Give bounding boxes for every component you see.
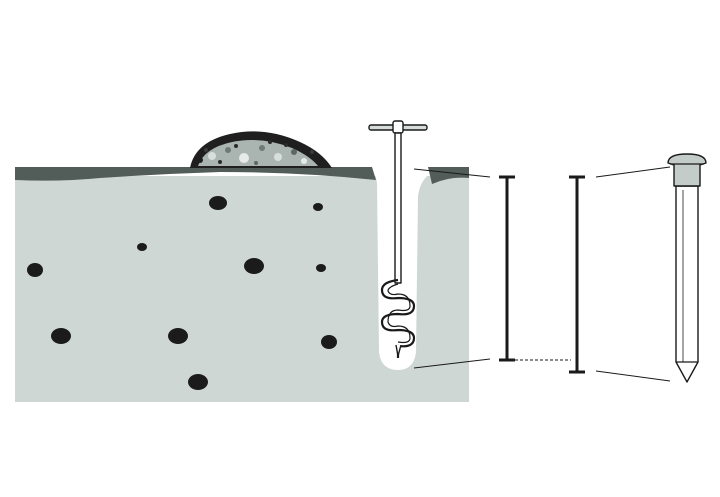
- topsoil-layer: [15, 167, 376, 181]
- length-bar: [569, 175, 585, 374]
- leader-lines: [413, 166, 671, 382]
- capped-tube: [667, 153, 707, 383]
- stones: [27, 196, 337, 390]
- depth-bar: [499, 175, 515, 362]
- dirt-mound: [190, 131, 332, 168]
- hand-auger: [368, 120, 428, 358]
